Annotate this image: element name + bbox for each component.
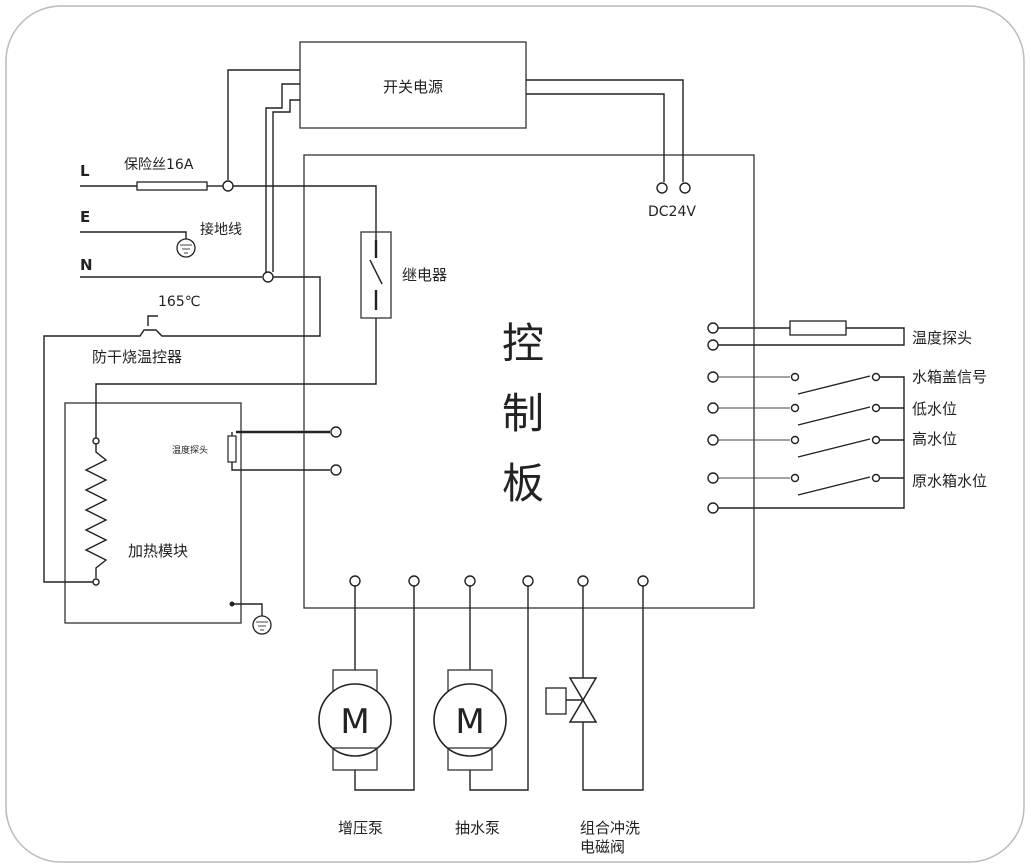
label-n: N [80,256,93,274]
right-temp-probe-label: 温度探头 [912,329,972,347]
dc24v-terminals: DC24V [648,182,696,220]
line-l: L 保险丝16A [80,157,377,240]
heating-module-box [64,402,242,624]
low-level-label: 低水位 [912,400,957,418]
thermostat-temp: 165℃ [158,294,200,310]
heater-ground [229,601,272,635]
outer-frame [5,5,1025,863]
raw-tank-level-label: 原水箱水位 [912,472,987,490]
control-board-char-1: 控 [502,319,544,368]
valve-label-line1: 组合冲洗 [580,819,640,837]
draw-motor-letter: M [455,702,484,742]
label-e: E [80,208,90,226]
line-e: E 接地线 [80,208,242,258]
draw-pump: M 抽水泵 [433,586,529,837]
control-board: 控 制 板 [303,154,755,609]
heating-element: 加热模块 [84,437,188,586]
relay: 继电器 [95,231,447,440]
bottom-terminals [349,575,649,587]
booster-pump-label: 增压泵 [338,819,383,837]
valve-label-line2: 电磁阀 [580,838,625,856]
booster-motor-letter: M [340,702,369,742]
line-n: N [80,256,321,337]
thermostat-label: 防干烧温控器 [92,348,182,366]
label-l: L [80,162,90,180]
heater-ground-icon [252,615,272,635]
ground-icon [176,238,196,258]
right-temp-probe: 温度探头 [707,320,972,351]
heating-module-label: 加热模块 [128,542,188,560]
thermostat: 165℃ 防干烧温控器 [43,294,200,583]
high-level-label: 高水位 [912,430,957,448]
heater-temp-probe: 温度探头 [172,426,342,476]
dc24v-label: DC24V [648,204,696,220]
dc24v-wires [526,79,684,182]
solenoid-valve: 组合冲洗 电磁阀 [545,586,644,856]
fuse-label: 保险丝16A [124,157,194,173]
draw-pump-label: 抽水泵 [455,819,500,837]
control-board-char-3: 板 [502,459,544,508]
power-supply: 开关电源 [299,41,527,129]
heater-probe-label: 温度探头 [172,444,208,456]
level-switches: 水箱盖信号 低水位 高水位 原水箱水位 [707,368,987,514]
tank-lid-label: 水箱盖信号 [912,368,987,386]
fuse [136,181,208,191]
earth-wire-label: 接地线 [200,221,242,238]
power-supply-label: 开关电源 [383,78,443,96]
psu-input-wires [227,69,300,272]
booster-pump: M 增压泵 [318,586,415,837]
control-board-char-2: 制 [502,389,544,438]
relay-label: 继电器 [402,266,447,284]
